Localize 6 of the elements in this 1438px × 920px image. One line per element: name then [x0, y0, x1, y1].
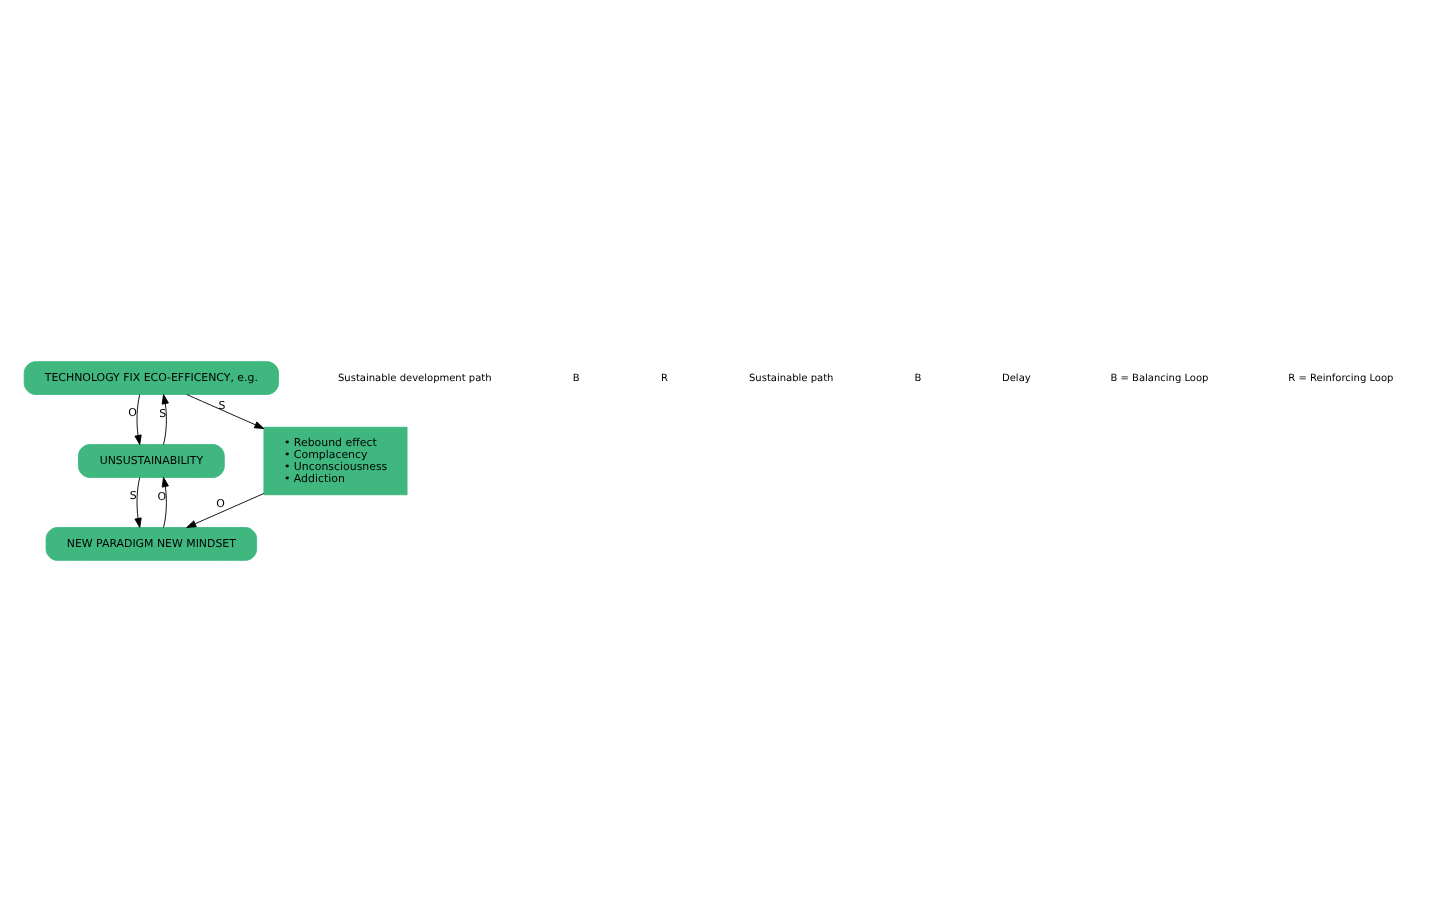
arrow — [161, 476, 169, 527]
arrow — [134, 393, 142, 444]
arrow — [134, 476, 142, 527]
arrow — [161, 393, 169, 444]
arrow — [186, 393, 265, 428]
arrow — [186, 492, 265, 527]
